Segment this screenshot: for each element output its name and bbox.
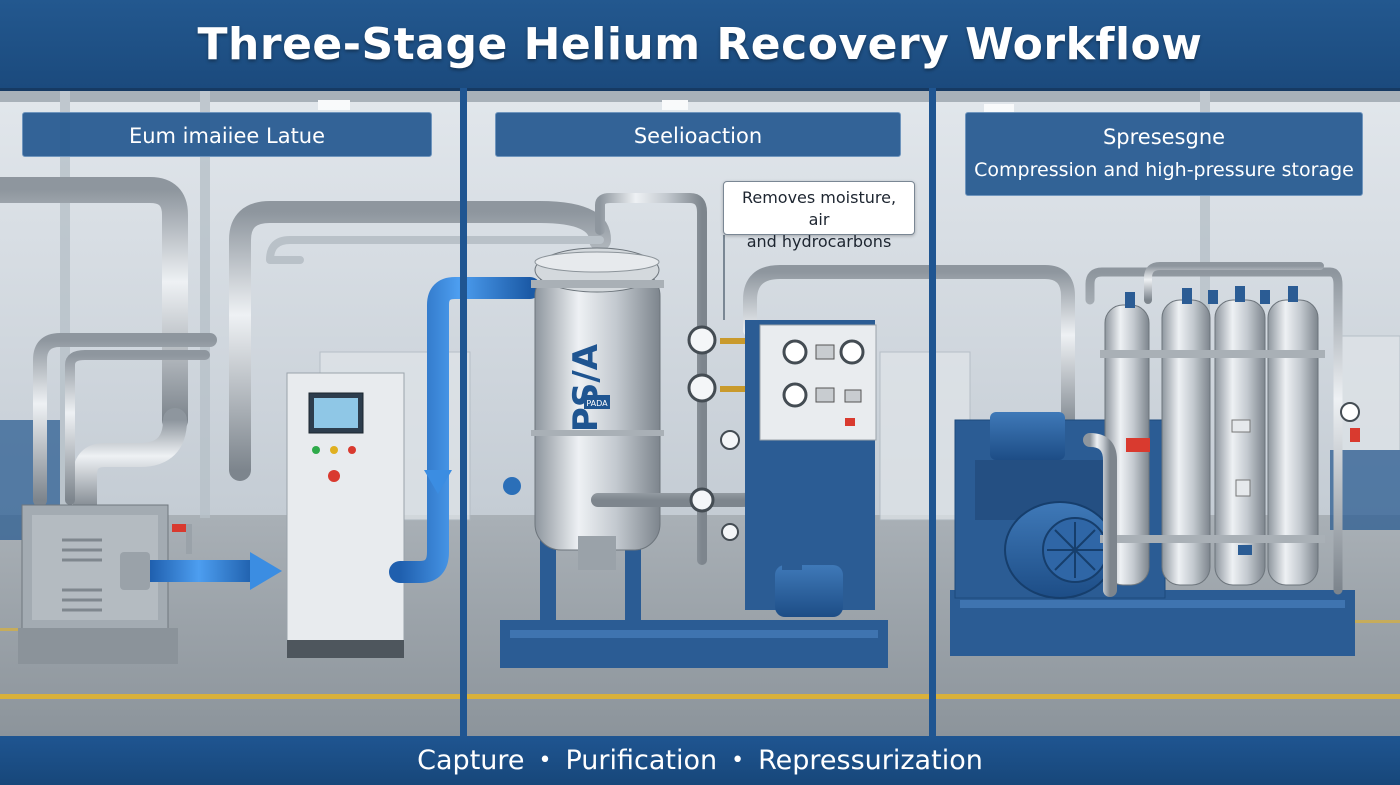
- stage-2-label: Seelioaction: [633, 124, 763, 148]
- ceiling: [0, 88, 1400, 518]
- floor-stripe: [0, 694, 1400, 699]
- purification-callout: Removes moisture, air and hydrocarbons: [723, 181, 915, 251]
- storage-cylinders: [1100, 299, 1325, 586]
- feed-flow-arrow: [424, 470, 452, 494]
- control-cabinet: [286, 372, 405, 658]
- page-title: Three-Stage Helium Recovery Workflow: [197, 18, 1203, 70]
- cylinder-valves: [1125, 286, 1298, 555]
- purification-pump: [775, 560, 843, 617]
- stage-3-label: Spresesgne: [1102, 125, 1226, 149]
- stage-3-sublabel: Compression and high-pressure storage: [974, 159, 1354, 181]
- storage-gauge: [1340, 402, 1360, 422]
- stage-divider-1: [460, 88, 467, 736]
- stage-2-label-box: Seelioaction: [495, 112, 901, 157]
- footer-item-repressurization: Repressurization: [758, 745, 983, 776]
- stage-3-label-box: Spresesgne Compression and high-pressure…: [965, 112, 1363, 196]
- footer-separator-2: •: [731, 748, 745, 773]
- analyzer-panel: [745, 320, 877, 610]
- feed-pipe-blue: [389, 277, 541, 583]
- psa-vessel-tag: PADA: [586, 399, 608, 408]
- stage-1-label-box: Eum imaiiee Latue: [22, 112, 432, 157]
- stage-divider-2: [929, 88, 936, 736]
- title-bar: Three-Stage Helium Recovery Workflow: [0, 0, 1400, 91]
- stage-1-label: Eum imaiiee Latue: [128, 124, 326, 148]
- purification-gauges: [503, 325, 748, 541]
- callout-line-2: and hydrocarbons: [746, 232, 892, 251]
- psa-vessel: [531, 247, 664, 570]
- compressor-motor: [990, 412, 1116, 599]
- footer-bar: Capture • Purification • Repressurizatio…: [0, 736, 1400, 785]
- callout-line-1: Removes moisture, air: [741, 188, 897, 229]
- footer-item-capture: Capture: [417, 745, 525, 776]
- capture-piping: [0, 177, 611, 522]
- footer-item-purification: Purification: [565, 745, 718, 776]
- capture-unit: [18, 504, 192, 664]
- inlet-flow-pipe: [120, 552, 282, 590]
- footer-separator-1: •: [538, 748, 552, 773]
- psa-vessel-label: PS/A: [566, 343, 606, 432]
- storage-manifold: [1083, 262, 1343, 597]
